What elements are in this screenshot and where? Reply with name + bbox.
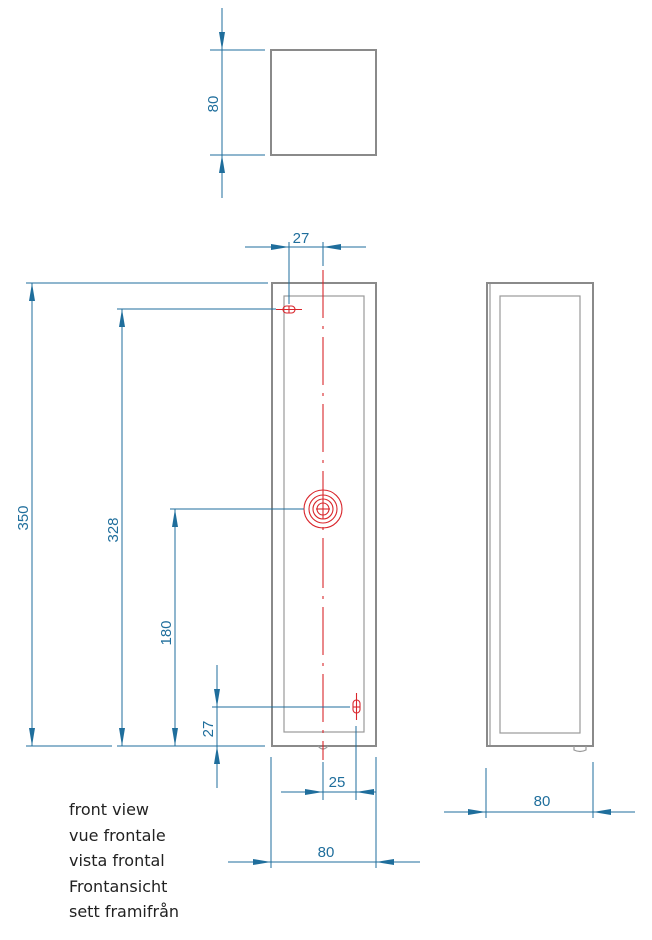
dimension-label: 25 (329, 774, 346, 791)
top-view: 80 (205, 8, 377, 198)
dimension-label: 27 (200, 721, 217, 738)
caption-french: vue frontale (69, 825, 166, 845)
arrow-icon (219, 155, 225, 173)
side-view-outline (486, 282, 594, 747)
dimension-label: 180 (158, 620, 175, 645)
view-caption: front view vue frontale vista frontal Fr… (69, 797, 179, 925)
arrow-icon (119, 309, 125, 327)
caption-english: front view (69, 800, 149, 819)
arrow-icon (214, 746, 220, 764)
front-view-inner-frame (283, 295, 365, 733)
arrow-icon (376, 859, 394, 865)
arrow-icon (29, 728, 35, 746)
foot (573, 746, 587, 753)
arrow-icon (172, 509, 178, 527)
front-view-outline (271, 282, 377, 747)
upper-mounting-hole (276, 305, 302, 314)
caption-german: Frontansicht (69, 876, 168, 896)
lower-mounting-hole (352, 693, 361, 720)
dimension-label: 80 (205, 96, 222, 113)
arrow-icon (219, 32, 225, 50)
dimension-label: 80 (318, 844, 335, 861)
arrow-icon (468, 809, 486, 815)
caption-swedish: sett framifrån (69, 902, 180, 921)
top-view-outline (270, 49, 377, 156)
side-view: 80 (444, 282, 635, 818)
arrow-icon (593, 809, 611, 815)
front-view: 27 350 328 180 27 25 (15, 230, 420, 868)
arrow-icon (172, 728, 178, 746)
arrow-icon (356, 789, 374, 795)
caption-spanish: vista frontal (69, 851, 165, 870)
dimension-label: 27 (293, 230, 310, 247)
arrow-icon (214, 689, 220, 707)
arrow-icon (253, 859, 271, 865)
arrow-icon (119, 728, 125, 746)
arrow-icon (305, 789, 323, 795)
dimension-label: 350 (15, 505, 32, 530)
side-view-inner-frame (499, 295, 581, 734)
arrow-icon (271, 244, 289, 250)
dimension-label: 328 (105, 517, 122, 542)
arrow-icon (323, 244, 341, 250)
dimension-label: 80 (534, 793, 551, 810)
arrow-icon (29, 283, 35, 301)
